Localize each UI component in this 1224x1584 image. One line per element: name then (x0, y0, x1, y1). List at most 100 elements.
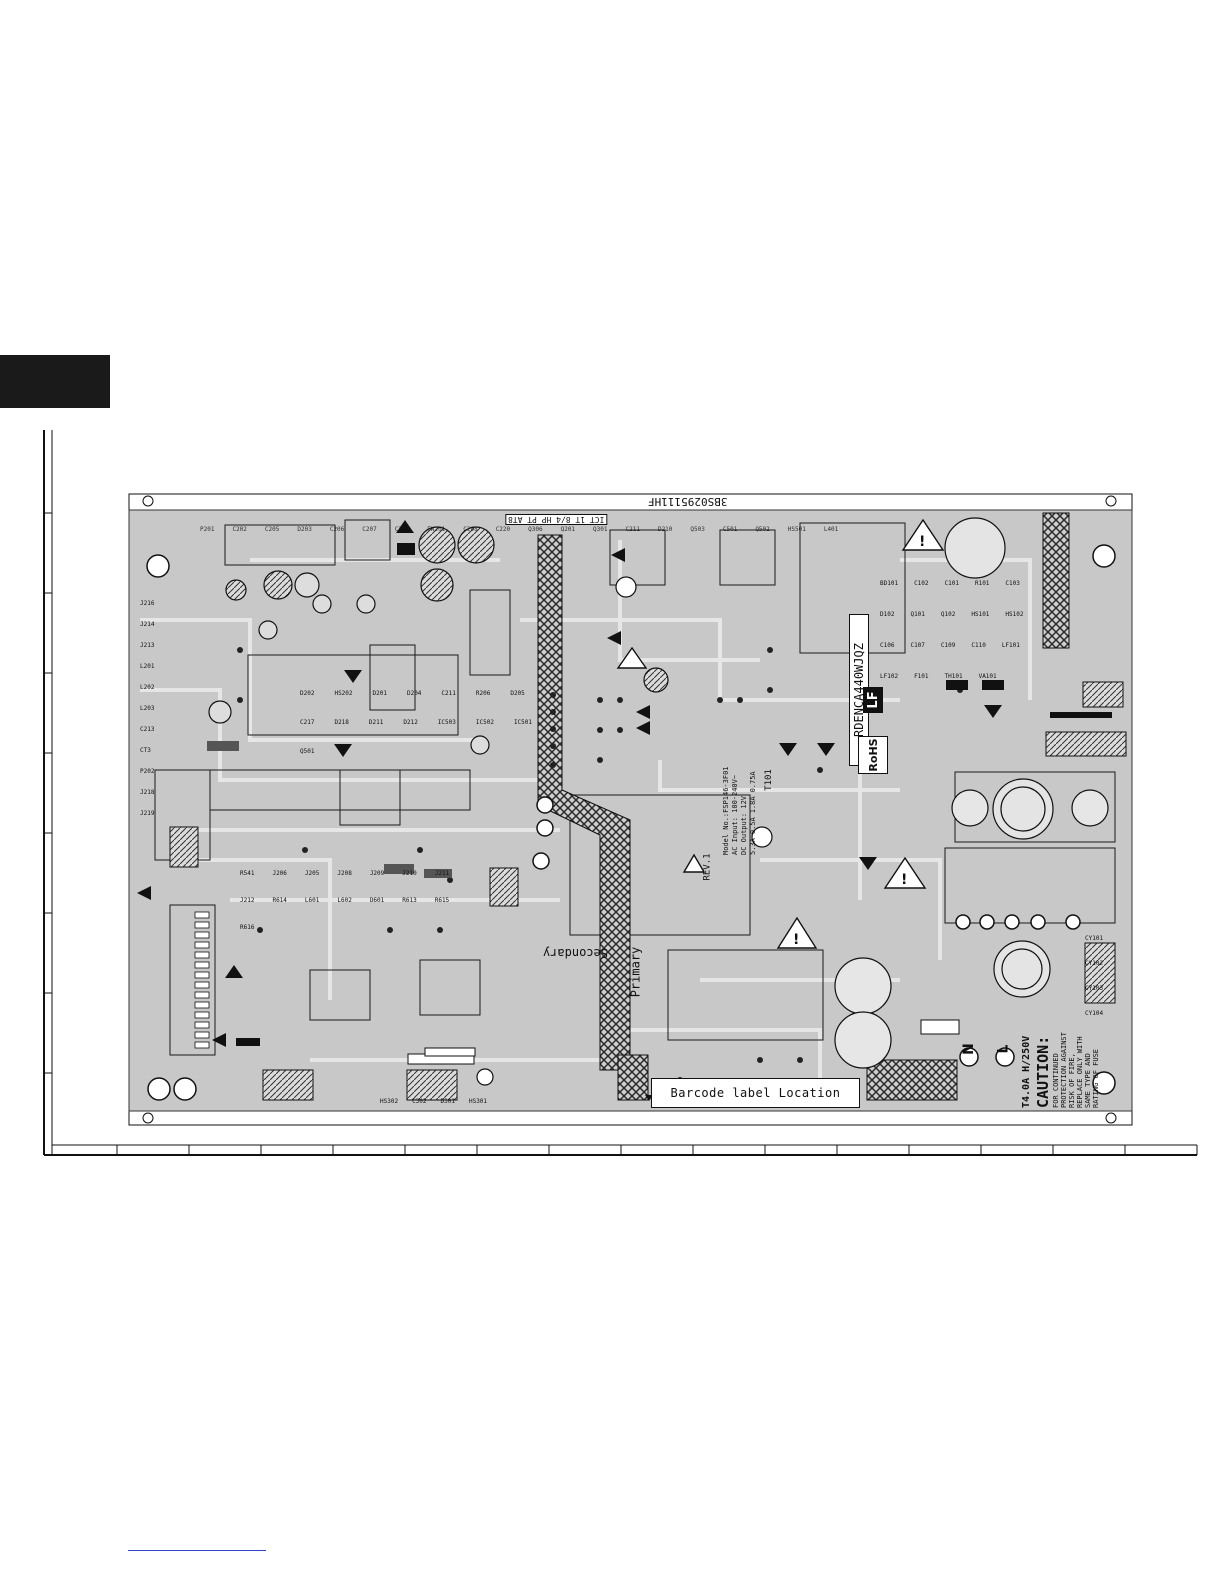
designator: HS202 (334, 690, 353, 697)
designator: L203 (140, 705, 155, 712)
designator: L401 (823, 526, 839, 533)
designator: IC502 (475, 719, 494, 726)
designator: C209 (394, 526, 410, 533)
designator: J209 (369, 870, 385, 877)
designator: Q501 (300, 748, 315, 755)
secondary-label: Secondary (543, 946, 609, 960)
designator: C205 (264, 526, 280, 533)
designator: J219 (140, 810, 155, 817)
designator: CY104 (1085, 1010, 1104, 1017)
designator: J206 (272, 870, 287, 877)
designator: J212 (240, 897, 255, 904)
designator: Q502 (755, 526, 770, 533)
designator: C302 (412, 1098, 427, 1105)
svg-text:!: ! (919, 534, 925, 550)
designator: Q102 (940, 611, 956, 618)
designator: C103 (1005, 580, 1020, 587)
designator: HS301 (468, 1098, 488, 1105)
legend-dc: DC Output: 12V (740, 795, 748, 855)
designator: D102 (880, 611, 895, 618)
caution-line: RISK OF FIRE, (1068, 1053, 1076, 1108)
designator: P201 (200, 526, 215, 533)
copper-traces (140, 540, 1032, 1090)
designators-bottom-right: CY101 CY102 CY103 CY104 (1085, 935, 1115, 1017)
capacitors (208, 517, 1109, 1086)
designator: C202 (232, 526, 247, 533)
legend-rating: 0.5A (749, 817, 757, 835)
designator: C106 (880, 642, 895, 649)
designator: C107 (910, 642, 925, 649)
designator: D202 (300, 690, 315, 697)
designator: R541 (240, 870, 255, 877)
warning-triangles (616, 518, 945, 949)
designator: D210 (657, 526, 673, 533)
footer-link-underline[interactable] (128, 1550, 266, 1551)
designator: VA101 (978, 673, 997, 680)
terminal-n: N (960, 1043, 977, 1055)
designator: R206 (475, 690, 491, 697)
designator: R616 (240, 924, 255, 931)
legend-model: Model No.:FSP146-3F01 (722, 766, 730, 855)
designator: Q306 (528, 526, 543, 533)
designator: D204 (406, 690, 422, 697)
designator: R614 (272, 897, 287, 904)
designator: LF101 (1001, 642, 1020, 649)
direction-arrows (137, 520, 1002, 1101)
designators-top: P201 C202 C205 D203 C206 C207 C209 FW201… (200, 526, 860, 533)
small-pads (237, 647, 963, 1083)
designator: L602 (337, 897, 352, 904)
connector-pins (194, 911, 210, 1049)
designator: J216 (140, 600, 155, 607)
transformer-rev: REV.1 (702, 853, 713, 881)
designator: C102 (914, 580, 929, 587)
designator: J211 (434, 870, 450, 877)
designator: D301 (440, 1098, 455, 1105)
designator: J210 (402, 870, 417, 877)
mounting-holes (146, 544, 1116, 1101)
designator: Q503 (690, 526, 705, 533)
designator: L601 (304, 897, 320, 904)
caution-line: PROTECTION AGAINST (1060, 1032, 1068, 1108)
designator: CY103 (1085, 985, 1104, 992)
designator: D203 (297, 526, 312, 533)
designator: HS302 (380, 1098, 399, 1105)
designator: CT3 (140, 747, 151, 754)
legend-rating: 1.8A (749, 796, 757, 814)
designators-right: BD101 C102 C101 R101 C103 D102 Q101 Q102… (880, 580, 1030, 680)
designator: HS101 (971, 611, 990, 618)
designator: J213 (140, 642, 155, 649)
designator: HS102 (1005, 611, 1024, 618)
legend-ac: AC Input: 100-240V~ (731, 774, 739, 855)
designator: CY102 (1085, 960, 1104, 967)
legend-ratings: 5.3A 0.5A 1.8A 0.75A (749, 735, 758, 855)
warning-marks: !!! (793, 534, 925, 948)
designator: C501 (722, 526, 738, 533)
designator: Q301 (593, 526, 608, 533)
rohs-badge: RoHS (858, 736, 888, 774)
hatched-zones (169, 512, 1127, 1101)
designators-middle: D202 HS202 D201 D204 C211 R206 D205 C217… (300, 690, 540, 755)
primary-label: Primary (628, 946, 643, 998)
designator: D212 (403, 719, 418, 726)
designator: C211 (625, 526, 640, 533)
terminal-l: L (995, 1044, 1012, 1054)
designator: D201 (372, 690, 387, 697)
designator: IC501 (513, 719, 532, 726)
designator: L201 (140, 663, 155, 670)
designator: BD101 (880, 580, 899, 587)
designator: D211 (368, 719, 384, 726)
designator: J208 (337, 870, 352, 877)
designator: C101 (944, 580, 959, 587)
designator: Q201 (560, 526, 576, 533)
designator: D205 (510, 690, 525, 697)
page-frame (43, 430, 1198, 1156)
designator: IC503 (437, 719, 456, 726)
designators-bottom: HS302 C302 D301 HS301 (380, 1098, 640, 1105)
page-tab (0, 355, 110, 408)
designator: R613 (402, 897, 417, 904)
dark-parts (207, 543, 1112, 1065)
label-revision-tags: ICT 1T 8/4 HP PT AT8 (505, 514, 608, 525)
designator: C109 (940, 642, 956, 649)
designator: C208 (463, 526, 478, 533)
